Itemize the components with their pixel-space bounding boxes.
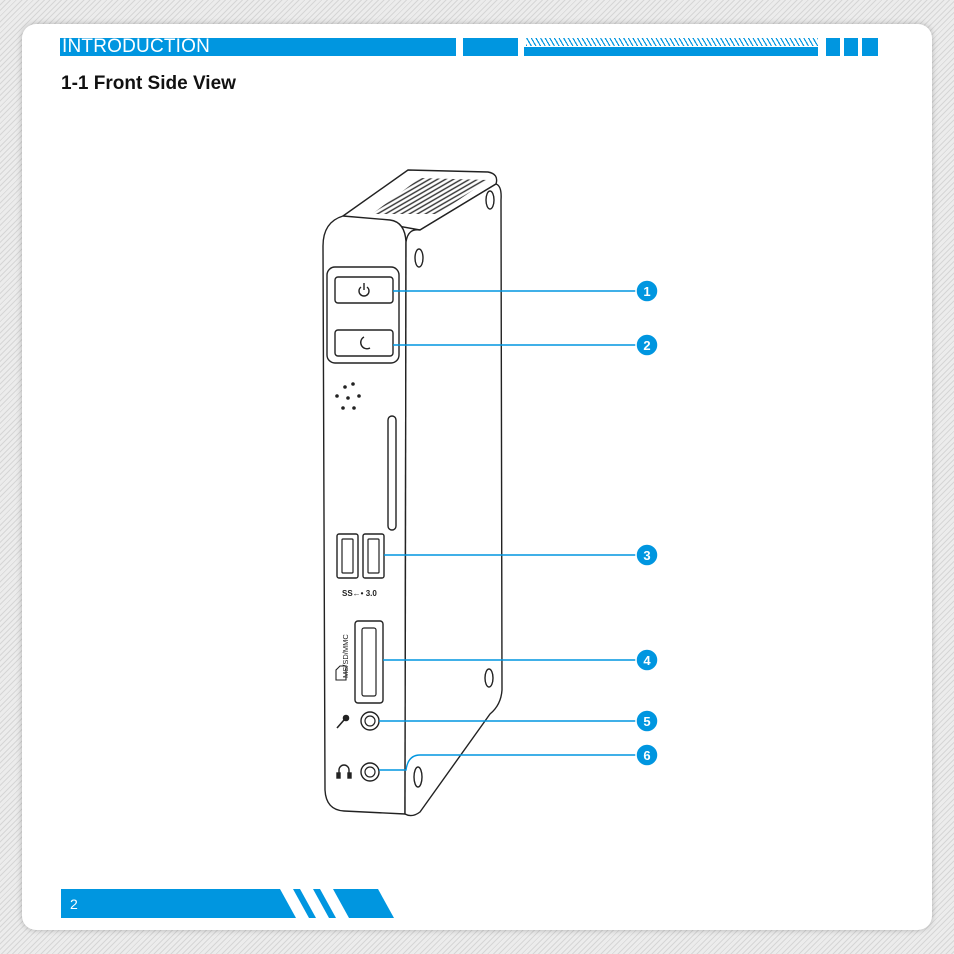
header-hatch-pattern — [526, 38, 818, 46]
sleep-moon-icon — [360, 336, 371, 350]
svg-text:5: 5 — [643, 714, 650, 729]
power-button[interactable] — [334, 276, 394, 304]
screw-hole — [485, 190, 495, 210]
usb-ports[interactable] — [336, 533, 385, 579]
usb-label: SS←• 3.0 — [342, 589, 377, 598]
page-number: 2 — [70, 896, 78, 912]
header-block-long — [524, 47, 818, 56]
footer-tab — [61, 889, 394, 918]
callout-1: 1 — [635, 279, 659, 303]
headphone-icon — [336, 764, 352, 779]
svg-text:3: 3 — [643, 548, 650, 563]
header-section-label: INTRODUCTION — [62, 36, 211, 57]
microphone-icon — [336, 714, 350, 729]
callout-3: 3 — [635, 543, 659, 567]
header-block — [862, 38, 878, 56]
screw-hole — [413, 766, 423, 788]
header-block — [463, 38, 518, 56]
callout-5: 5 — [635, 709, 659, 733]
headphone-jack[interactable] — [360, 762, 380, 782]
top-vent — [372, 178, 488, 214]
card-reader[interactable] — [354, 620, 384, 704]
callout-4: 4 — [635, 648, 659, 672]
microphone-jack[interactable] — [360, 711, 380, 731]
svg-text:1: 1 — [643, 284, 650, 299]
screw-hole — [414, 248, 424, 268]
sd-card-icon — [335, 665, 347, 681]
device-chassis — [322, 169, 503, 817]
svg-text:2: 2 — [643, 338, 650, 353]
svg-text:6: 6 — [643, 748, 650, 763]
speaker-grille — [335, 382, 361, 410]
optical-slot — [387, 415, 397, 531]
header-block — [844, 38, 858, 56]
callout-lines — [379, 290, 636, 771]
header-section-bar — [60, 38, 456, 56]
sleep-button[interactable] — [334, 329, 394, 357]
page-title: 1-1 Front Side View — [61, 73, 236, 94]
power-icon — [358, 283, 370, 297]
svg-text:4: 4 — [643, 653, 651, 668]
header-block — [826, 38, 840, 56]
callout-2: 2 — [635, 333, 659, 357]
screw-hole — [484, 668, 494, 688]
card-reader-label: MS/SD/MMC — [341, 634, 350, 678]
callout-badges: 1 2 3 4 5 6 — [635, 279, 659, 767]
callout-6: 6 — [635, 743, 659, 767]
